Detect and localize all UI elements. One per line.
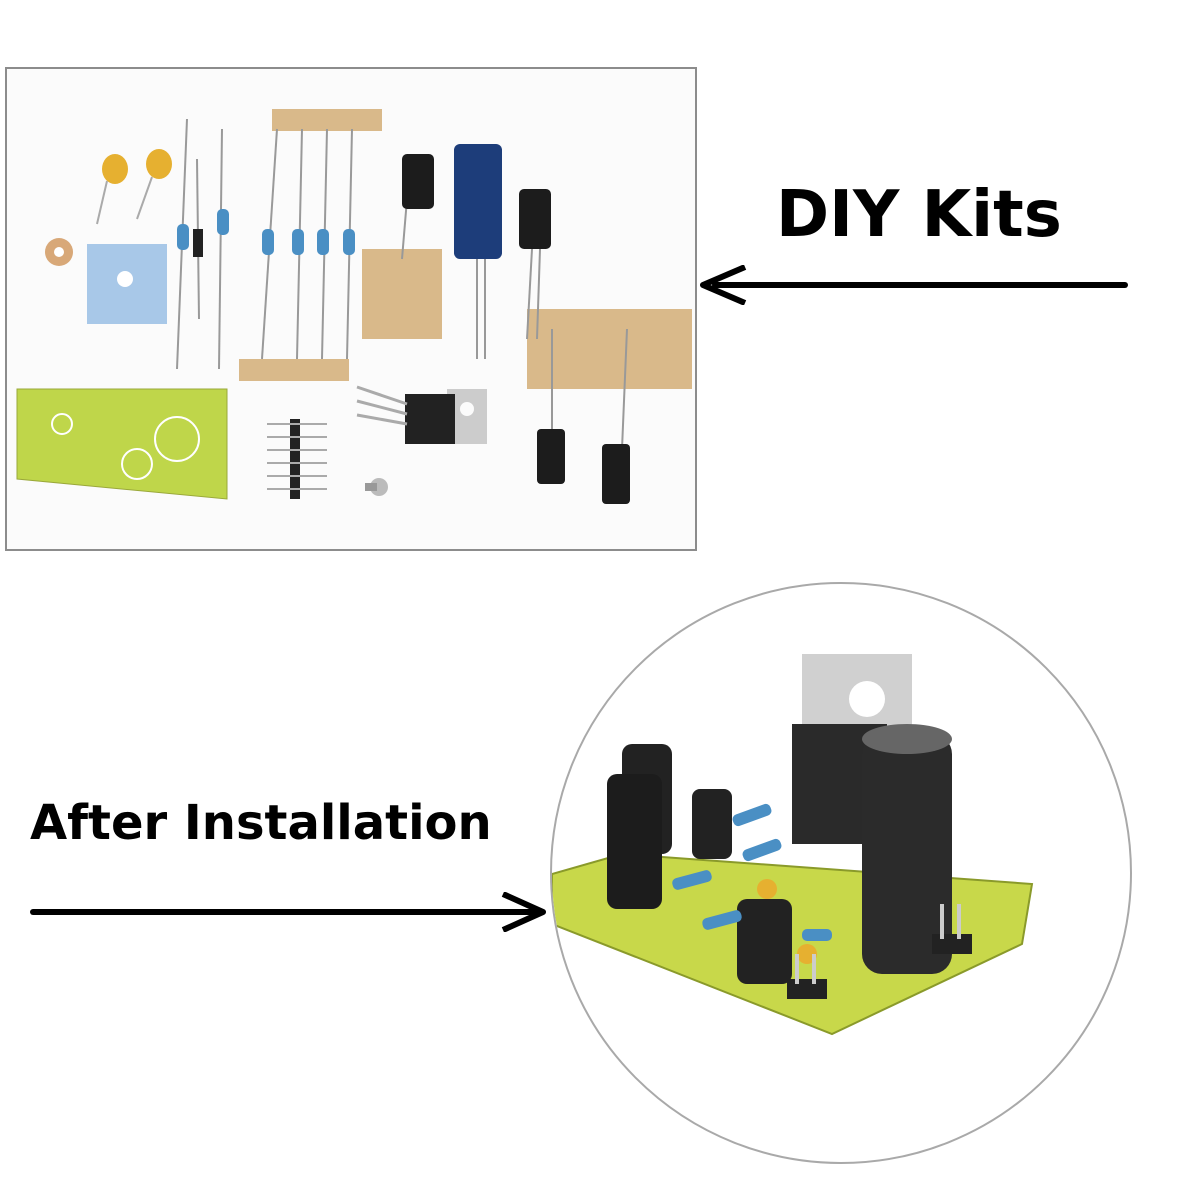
arrow-left-icon bbox=[700, 265, 1128, 305]
assembled-board-photo bbox=[550, 582, 1132, 1164]
diy-kit-photo bbox=[5, 67, 697, 551]
after-installation-label: After Installation bbox=[30, 795, 492, 851]
ic-chip bbox=[405, 394, 455, 444]
pin-header bbox=[932, 934, 972, 954]
capacitor bbox=[692, 789, 732, 859]
diode bbox=[193, 229, 203, 257]
ceramic-capacitor bbox=[146, 149, 172, 179]
tape-strip bbox=[272, 109, 382, 131]
capacitor-22uf bbox=[607, 774, 662, 909]
ceramic-capacitor bbox=[102, 154, 128, 184]
resistors bbox=[672, 803, 832, 941]
arrow-right-icon bbox=[30, 892, 546, 932]
capacitor-100uf bbox=[737, 899, 792, 984]
diy-kits-label: DIY Kits bbox=[776, 178, 1062, 252]
electrolytic-capacitor-large bbox=[454, 144, 502, 259]
tape-strip bbox=[239, 359, 349, 381]
electrolytic-capacitor bbox=[402, 154, 434, 209]
tape-strip bbox=[362, 249, 442, 339]
tape-strip bbox=[527, 309, 692, 389]
pin-header bbox=[787, 979, 827, 999]
resistors bbox=[177, 209, 355, 255]
electrolytic-capacitor bbox=[602, 444, 630, 504]
kit-components-illustration bbox=[16, 109, 692, 504]
screw bbox=[370, 478, 388, 496]
bare-pcb bbox=[16, 388, 228, 500]
ceramic-capacitor bbox=[757, 879, 777, 899]
pin-header bbox=[290, 419, 300, 499]
assembled-board-illustration bbox=[552, 654, 1034, 1036]
electrolytic-capacitor bbox=[537, 429, 565, 484]
capacitor-2200uf bbox=[862, 734, 952, 974]
electrolytic-capacitor bbox=[519, 189, 551, 249]
